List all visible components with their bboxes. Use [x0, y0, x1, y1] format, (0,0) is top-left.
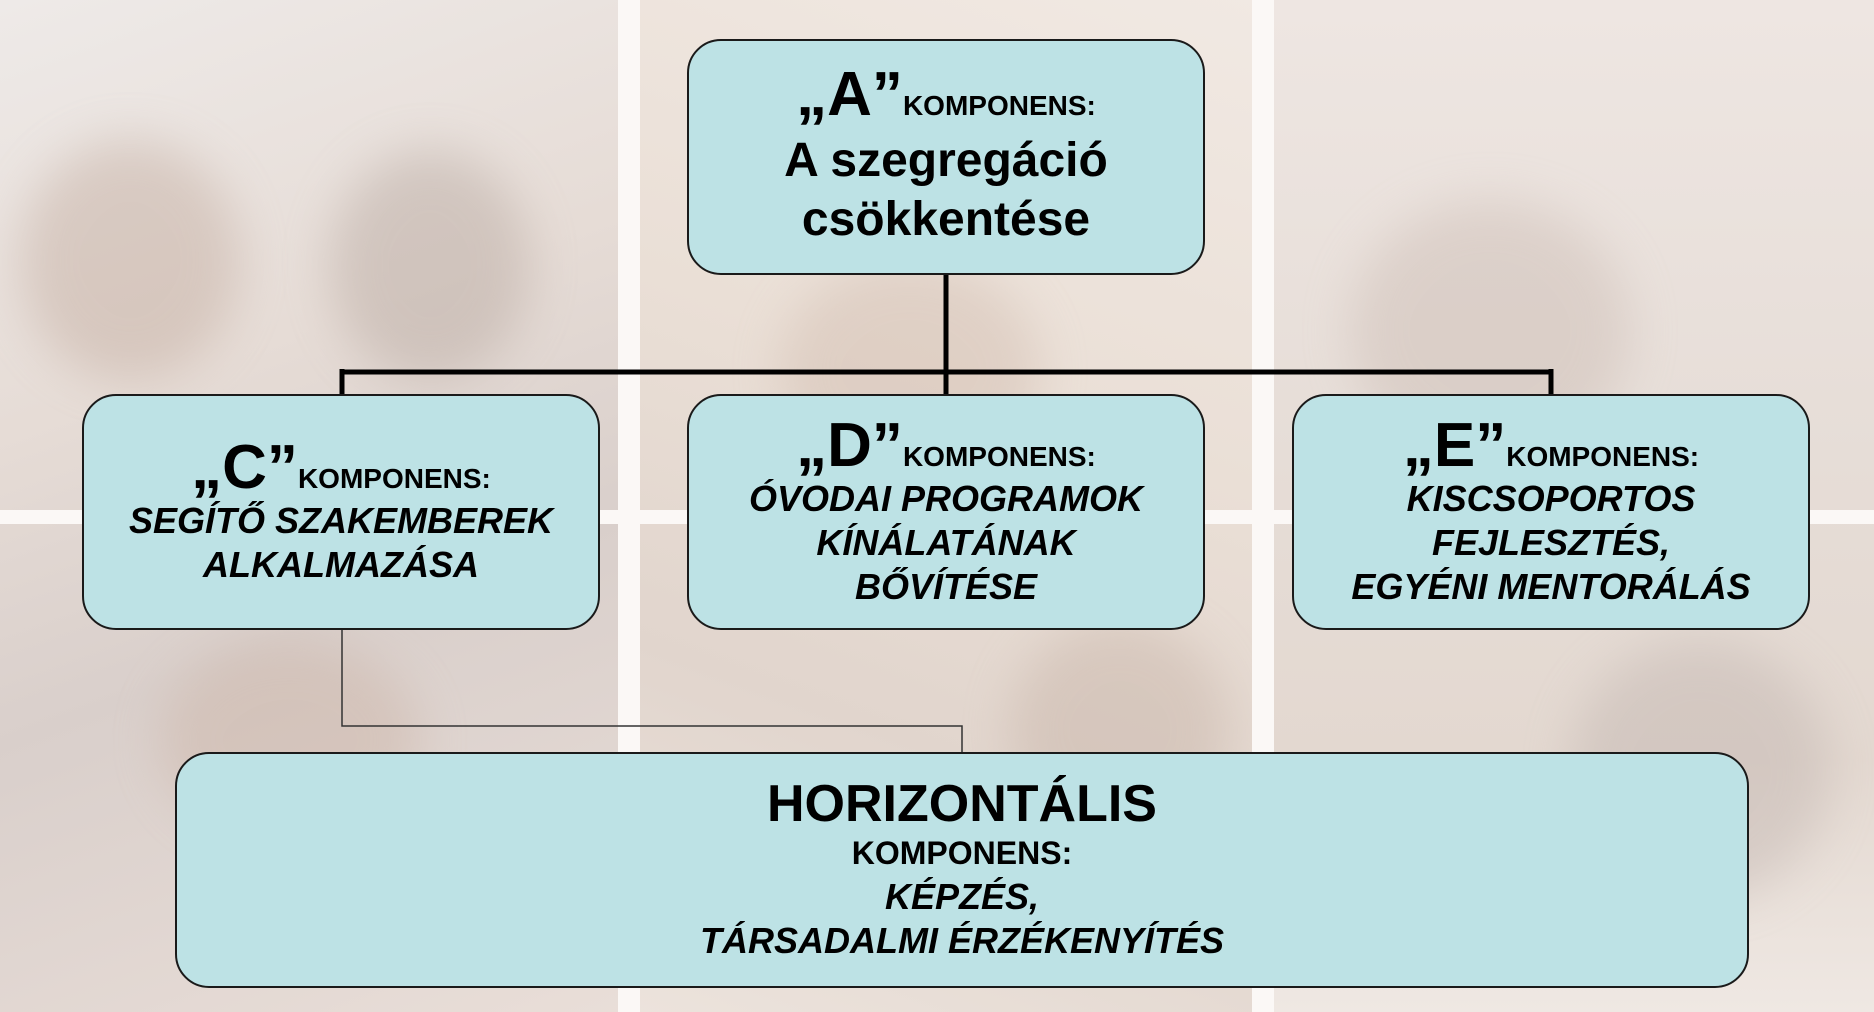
component-e-letter: „E”: [1402, 411, 1507, 481]
component-d-letter: „D”: [796, 411, 903, 481]
component-e-description-line: EGYÉNI MENTORÁLÁS: [1351, 565, 1751, 607]
horizontal-component-komponens-label: KOMPONENS:: [851, 834, 1073, 871]
component-c-description-line: SEGÍTŐ SZAKEMBEREK: [128, 500, 554, 542]
component-e-header: „E” KOMPONENS:: [1403, 415, 1699, 477]
component-e-description-line: FEJLESZTÉS,: [1431, 522, 1671, 564]
component-d-header: „D” KOMPONENS:: [796, 415, 1096, 477]
component-a-letter: „A”: [796, 60, 903, 130]
component-d-description-line: ÓVODAI PROGRAMOK: [748, 478, 1143, 520]
hierarchy-connector: [339, 275, 1554, 395]
horizontal-component-description-line: TÁRSADALMI ÉRZÉKENYÍTÉS: [699, 919, 1225, 961]
component-e-description-line: KISCSOPORTOS: [1406, 478, 1696, 520]
component-c-letter: „C”: [191, 433, 298, 503]
component-c-header: „C” KOMPONENS:: [191, 437, 491, 499]
component-d-description-line: BŐVÍTÉSE: [854, 565, 1038, 607]
component-d-box: „D” KOMPONENS: ÓVODAI PROGRAMOK KÍNÁLATÁ…: [687, 394, 1205, 630]
component-c-description-line: ALKALMAZÁSA: [203, 544, 479, 585]
component-d-description-line: KÍNÁLATÁNAK: [816, 522, 1076, 564]
component-a-title: A szegregáció csökkentése: [784, 134, 1108, 246]
component-e-komponens-label: KOMPONENS:: [1506, 441, 1700, 473]
horizontal-component-title: HORIZONTÁLIS: [767, 775, 1157, 834]
component-c-box: „C” KOMPONENS: SEGÍTŐ SZAKEMBEREK ALKALM…: [82, 394, 600, 630]
component-a-box: „A” KOMPONENS: A szegregáció csökkentése: [687, 39, 1205, 275]
component-e-box: „E” KOMPONENS: KISCSOPORTOS FEJLESZTÉS, …: [1292, 394, 1810, 630]
horizontal-component-box: HORIZONTÁLIS KOMPONENS: KÉPZÉS, TÁRSADAL…: [175, 752, 1749, 988]
component-a-komponens-label: KOMPONENS:: [902, 90, 1096, 122]
horizontal-component-description-line: KÉPZÉS,: [884, 875, 1040, 917]
component-c-komponens-label: KOMPONENS:: [297, 463, 491, 495]
horizontal-link-connector: [341, 630, 963, 752]
component-a-header: „A” KOMPONENS:: [796, 64, 1096, 126]
component-d-komponens-label: KOMPONENS:: [902, 441, 1096, 473]
